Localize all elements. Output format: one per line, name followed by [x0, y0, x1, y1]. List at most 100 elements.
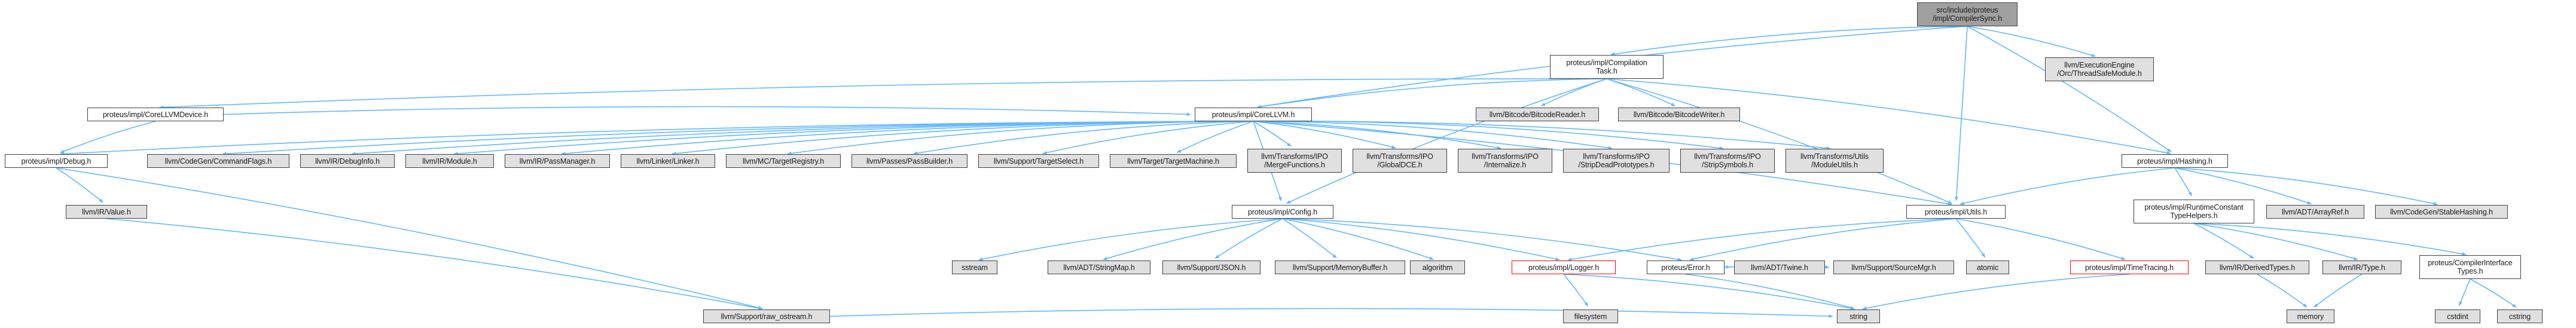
- graph-node-threadsafemodule[interactable]: llvm/ExecutionEngine /Orc/ThreadSafeModu…: [2045, 57, 2154, 81]
- graph-node-config[interactable]: proteus/impl/Config.h: [1232, 205, 1333, 219]
- graph-edge-corellvmdevice-to-corellvm: [223, 106, 1191, 117]
- graph-node-hashing[interactable]: proteus/impl/Hashing.h: [2122, 154, 2228, 168]
- graph-node-cstdint[interactable]: cstdint: [2435, 309, 2480, 323]
- graph-node-memorybuffer[interactable]: llvm/Support/MemoryBuffer.h: [1275, 260, 1405, 274]
- graph-edge-corellvm-to-commandflags: [222, 121, 1254, 156]
- graph-edge-utils-to-error: [1689, 218, 1957, 261]
- graph-edge-corellvm-to-stripsymbols: [1253, 121, 1724, 150]
- graph-edge-hashing-to-utils: [1960, 167, 2175, 206]
- graph-edge-debug-to-value: [56, 167, 103, 203]
- graph-edge-logger-to-string: [1563, 274, 1855, 310]
- graph-node-commandflags[interactable]: llvm/CodeGen/CommandFlags.h: [147, 154, 289, 168]
- graph-edge-config-to-error: [1282, 218, 1682, 262]
- graph-node-stripdeadprototypes[interactable]: llvm/Transforms/IPO /StripDeadPrototypes…: [1563, 149, 1669, 173]
- graph-node-logger[interactable]: proteus/impl/Logger.h: [1512, 260, 1616, 274]
- graph-node-stripsymbols[interactable]: llvm/Transforms/IPO /StripSymbols.h: [1680, 149, 1775, 173]
- graph-node-sstream[interactable]: sstream: [952, 260, 997, 274]
- graph-edge-runtimeconstanttype-to-derivedtypes: [2193, 223, 2254, 259]
- graph-node-json[interactable]: llvm/Support/JSON.h: [1162, 260, 1260, 274]
- graph-node-globaldce[interactable]: llvm/Transforms/IPO /GlobalDCE.h: [1353, 149, 1447, 173]
- graph-edge-rawostream-to-string: [829, 308, 1833, 318]
- graph-edge-config-to-memorybuffer: [1282, 218, 1337, 259]
- graph-node-mergefunctions[interactable]: llvm/Transforms/IPO /MergeFunctions.h: [1247, 149, 1342, 173]
- graph-edge-timetracing-to-string: [1862, 274, 2130, 310]
- graph-node-stablehashing[interactable]: llvm/CodeGen/StableHashing.h: [2375, 205, 2508, 219]
- graph-edge-hashing-to-arrayref: [2174, 167, 2312, 204]
- graph-edge-config-to-logger: [1282, 218, 1560, 261]
- graph-node-stringmap[interactable]: llvm/ADT/StringMap.h: [1048, 260, 1150, 274]
- graph-node-string[interactable]: string: [1837, 309, 1880, 323]
- graph-node-twine[interactable]: llvm/ADT/Twine.h: [1734, 260, 1825, 274]
- graph-node-compilersync[interactable]: src/include/proteus /impl/CompilerSync.h: [1917, 2, 2018, 26]
- graph-node-memory[interactable]: memory: [2287, 309, 2334, 323]
- graph-node-arrayref[interactable]: llvm/ADT/ArrayRef.h: [2266, 205, 2364, 219]
- graph-node-corellvm[interactable]: proteus/impl/CoreLLVM.h: [1195, 108, 1312, 121]
- graph-edge-corellvm-to-targetregistry: [787, 121, 1254, 155]
- graph-edge-compilationtask-to-bitcodewriter: [1606, 78, 1675, 107]
- graph-edge-runtimeconstanttype-to-irtype: [2193, 223, 2358, 260]
- graph-node-debuginfo[interactable]: llvm/IR/DebugInfo.h: [300, 154, 395, 168]
- graph-node-passbuilder[interactable]: llvm/Passes/PassBuilder.h: [851, 154, 967, 168]
- graph-edge-corellvm-to-stripdeadprototypes: [1253, 121, 1613, 150]
- graph-node-targetmachine[interactable]: llvm/Target/TargetMachine.h: [1110, 154, 1237, 168]
- graph-edge-irtype-to-memory: [2313, 274, 2363, 308]
- graph-edge-hashing-to-stablehashing: [2174, 167, 2438, 206]
- graph-edge-utils-to-logger: [1567, 218, 1957, 262]
- graph-edge-corellvm-to-passbuilder: [913, 121, 1254, 155]
- graph-node-corellvmdevice[interactable]: proteus/impl/CoreLLVMDevice.h: [87, 108, 224, 121]
- graph-edge-compilersync-to-hashing: [1967, 26, 2172, 152]
- graph-node-algorithm[interactable]: algorithm: [1410, 260, 1465, 274]
- graph-edge-compilerinterface-to-cstring: [2470, 278, 2517, 308]
- graph-edge-config-to-sstream: [978, 218, 1283, 261]
- graph-node-internalize[interactable]: llvm/Transforms/IPO /Internalize.h: [1458, 149, 1552, 173]
- graph-node-compilationtask[interactable]: proteus/impl/Compilation Task.h: [1550, 55, 1664, 79]
- graph-node-value[interactable]: llvm/IR/Value.h: [66, 205, 147, 219]
- graph-edge-config-to-algorithm: [1282, 218, 1434, 260]
- graph-node-filesystem[interactable]: filesystem: [1563, 309, 1618, 323]
- graph-node-derivedtypes[interactable]: llvm/IR/DerivedTypes.h: [2205, 260, 2309, 274]
- graph-node-bitcodewriter[interactable]: llvm/Bitcode/BitcodeWriter.h: [1618, 108, 1740, 121]
- graph-node-irtype[interactable]: llvm/IR/Type.h: [2322, 260, 2401, 274]
- graph-edge-logger-to-filesystem: [1563, 274, 1589, 306]
- graph-node-rawostream[interactable]: llvm/Support/raw_ostream.h: [703, 309, 830, 323]
- graph-edge-corellvm-to-internalize: [1253, 121, 1501, 150]
- graph-edge-compilerinterface-to-cstdint: [2458, 278, 2471, 306]
- graph-edge-compilersync-to-utils: [1954, 26, 1968, 201]
- graph-node-atomic[interactable]: atomic: [1966, 260, 2009, 274]
- graph-edge-compilationtask-to-config: [1286, 78, 1607, 204]
- graph-node-debug[interactable]: proteus/impl/Debug.h: [5, 154, 108, 168]
- graph-node-linker[interactable]: llvm/Linker/Linker.h: [621, 154, 715, 168]
- graph-edge-corellvmdevice-to-debug: [60, 121, 156, 154]
- graph-node-compilerinterface[interactable]: proteus/CompilerInterface Types.h: [2419, 255, 2521, 279]
- graph-node-passmanager[interactable]: llvm/IR/PassManager.h: [505, 154, 610, 168]
- graph-node-targetregistry[interactable]: llvm/MC/TargetRegistry.h: [726, 154, 841, 168]
- graph-edge-corellvm-to-targetselect: [1042, 121, 1254, 155]
- graph-edge-corellvm-to-passmanager: [561, 121, 1254, 156]
- graph-edge-runtimeconstanttype-to-compilerinterface: [2193, 223, 2467, 256]
- graph-node-sourcemgr[interactable]: llvm/Support/SourceMgr.h: [1833, 260, 1954, 274]
- graph-edge-compilersync-to-threadsafemodule: [1967, 26, 2096, 57]
- graph-edge-compilationtask-to-corellvm: [1257, 78, 1607, 109]
- graph-node-cstring[interactable]: cstring: [2497, 309, 2543, 323]
- graph-node-bitcodereader[interactable]: llvm/Bitcode/BitcodeReader.h: [1476, 108, 1599, 121]
- graph-node-moduleutils[interactable]: llvm/Transforms/Utils /ModuleUtils.h: [1786, 149, 1884, 173]
- graph-edge-value-to-rawostream: [106, 218, 763, 310]
- graph-node-targetselect[interactable]: llvm/Support/TargetSelect.h: [978, 154, 1099, 168]
- graph-node-timetracing[interactable]: proteus/impl/TimeTracing.h: [2070, 260, 2189, 274]
- graph-edge-compilersync-to-compilationtask: [1610, 26, 1968, 56]
- graph-edge-corellvm-to-moduleutils: [1253, 121, 1831, 150]
- graph-edge-corellvm-to-debuginfo: [351, 121, 1254, 156]
- graph-node-utils[interactable]: proteus/impl/Utils.h: [1906, 205, 2006, 219]
- graph-edge-utils-to-atomic: [1955, 218, 1986, 258]
- graph-edge-corellvm-to-targetmachine: [1177, 121, 1254, 154]
- graph-edge-corellvm-to-linker: [672, 121, 1254, 155]
- graph-edge-corellvm-to-debug: [60, 121, 1254, 156]
- graph-node-error[interactable]: proteus/Error.h: [1647, 260, 1725, 274]
- graph-node-irmodule[interactable]: llvm/IR/Module.h: [405, 154, 494, 168]
- graph-edge-compilationtask-to-utils: [1606, 78, 1952, 204]
- graph-edge-error-to-string: [1685, 274, 1855, 309]
- graph-node-runtimeconstanttype[interactable]: proteus/impl/RuntimeConstant TypeHelpers…: [2134, 200, 2254, 223]
- graph-edge-compilationtask-to-corellvmdevice: [159, 78, 1607, 109]
- graph-edge-corellvm-to-mergefunctions: [1253, 121, 1292, 147]
